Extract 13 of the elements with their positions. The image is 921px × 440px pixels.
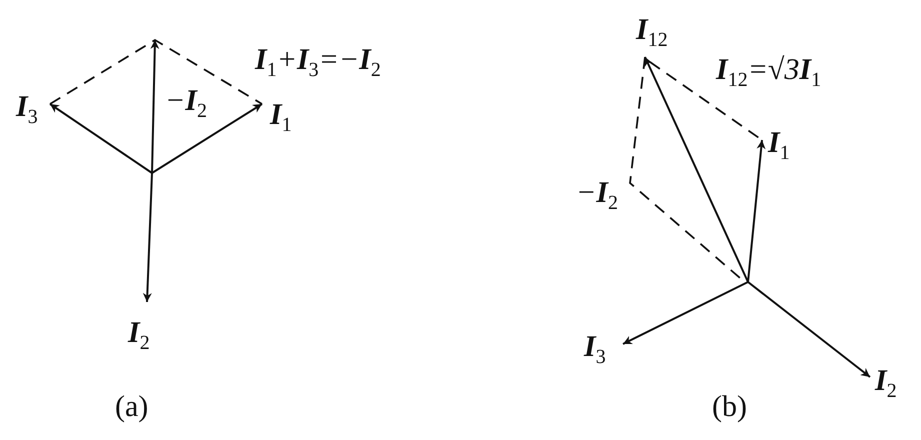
equation: I$_{12}$=√3I$_{1}$ [716, 55, 822, 90]
vector-label: I$_{1}$ [768, 128, 790, 163]
panel-label: (b) [712, 392, 747, 422]
vector-label: I$_{12}$ [636, 15, 668, 50]
vector-label: I$_{3}$ [16, 92, 38, 127]
vector-label: −I$_{2}$ [576, 178, 618, 213]
vector-label: I$_{3}$ [584, 332, 606, 367]
vector-label: −I$_{2}$ [165, 86, 207, 121]
vector-label: I$_{2}$ [875, 366, 897, 401]
vector-label: I$_{2}$ [128, 318, 150, 353]
panel-label: (a) [115, 392, 148, 422]
equation: I$_{1}$+I$_{3}$=−I$_{2}$ [255, 45, 381, 80]
vector-label: I$_{1}$ [270, 100, 292, 135]
